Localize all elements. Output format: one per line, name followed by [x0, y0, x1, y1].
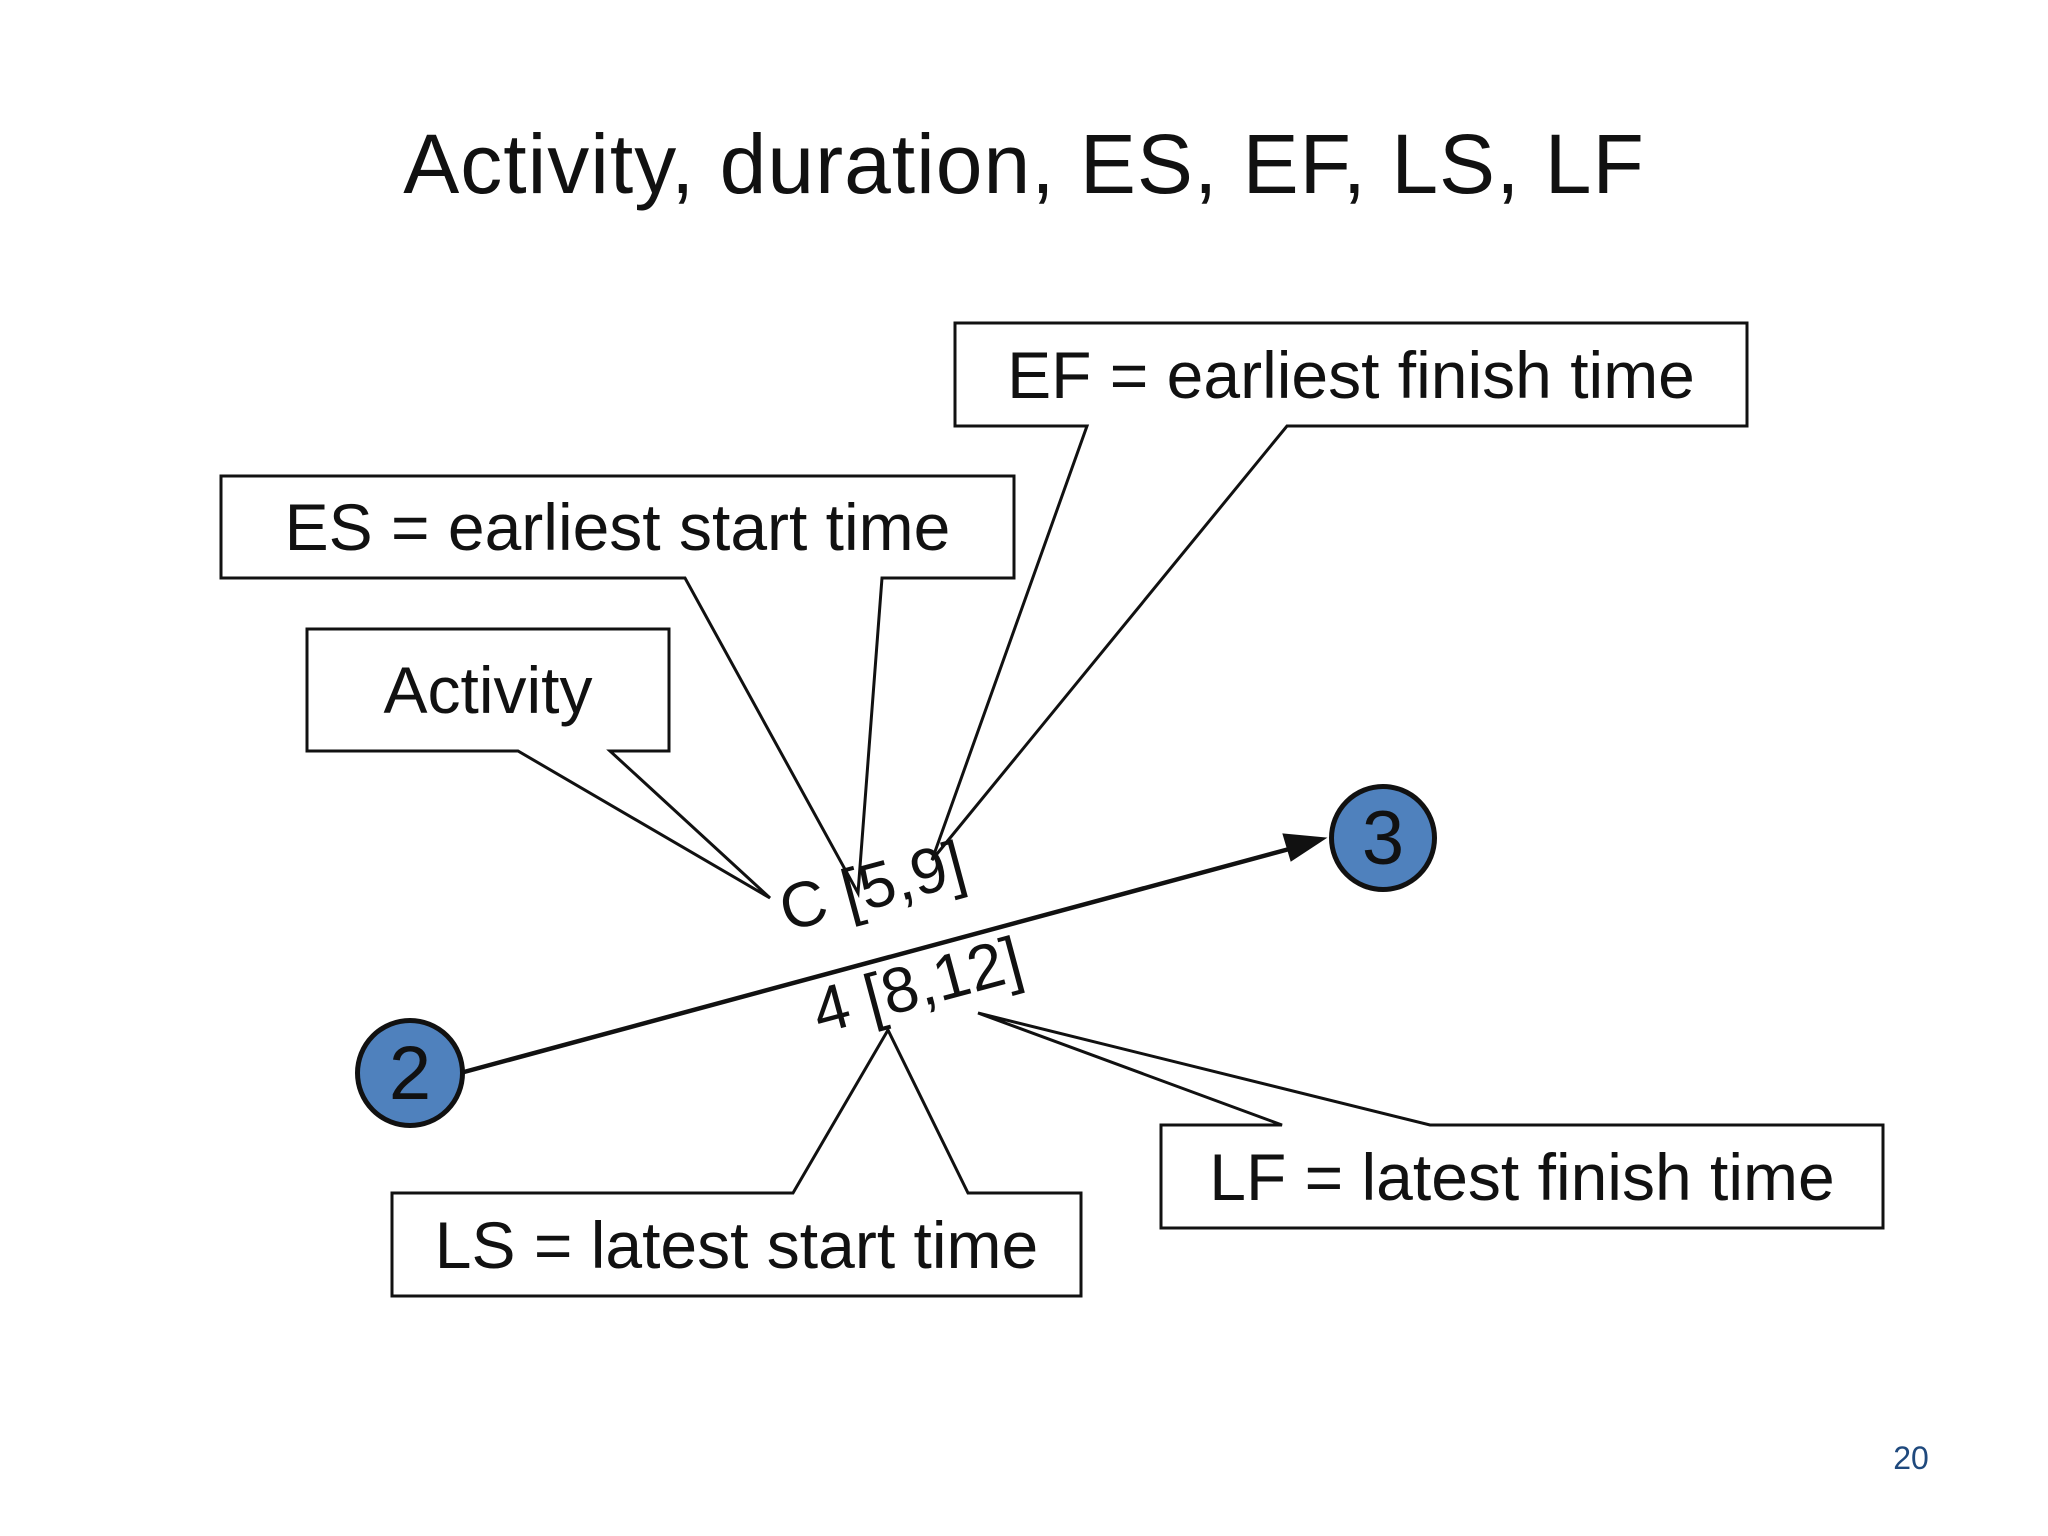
- node-3-label: 3: [1361, 795, 1405, 881]
- callout-shape-ef: [930, 321, 1749, 861]
- callout-shape-lf: [977, 1011, 1885, 1230]
- callout-activity-label: Activity: [383, 653, 593, 727]
- node-2: 2: [355, 1018, 465, 1128]
- callout-ef-label: EF = earliest finish time: [1007, 337, 1695, 412]
- node-2-label: 2: [388, 1030, 432, 1116]
- page-number: 20: [1893, 1440, 1929, 1476]
- callout-shape-activity: [305, 627, 772, 900]
- callout-es-label: ES = earliest start time: [284, 490, 951, 564]
- callout-shape-ls: [390, 1026, 1083, 1298]
- node-3: 3: [1329, 784, 1437, 892]
- callout-shape-es: [219, 474, 1016, 899]
- slide-title: Activity, duration, ES, EF, LS, LF: [403, 117, 1645, 211]
- edge-arrowhead-icon: [1282, 833, 1328, 862]
- edge-arrow-line: [463, 845, 1294, 1075]
- callout-lf-label: LF = latest finish time: [1209, 1139, 1835, 1214]
- callout-ls-label: LS = latest start time: [434, 1207, 1039, 1282]
